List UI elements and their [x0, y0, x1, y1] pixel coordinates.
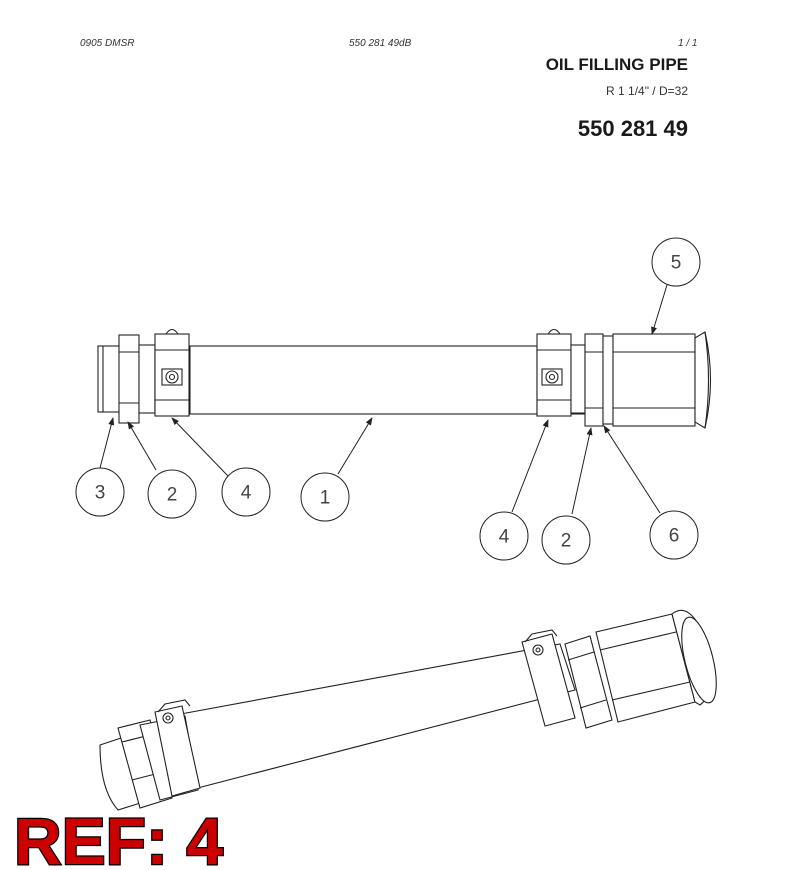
pipe-body	[154, 345, 586, 415]
balloon-label: 1	[320, 488, 331, 509]
balloon-3	[75, 467, 125, 517]
document-code: 0905 DMSR	[80, 38, 135, 49]
pipe-spec: R 1 1/4" / D=32	[606, 84, 688, 98]
isometric-view	[99, 609, 717, 811]
balloon-label: 3	[95, 483, 106, 504]
balloon-5	[651, 237, 701, 287]
nut-left	[118, 334, 140, 424]
nut-right	[584, 333, 604, 427]
side-view	[97, 328, 712, 429]
drawing-number: 550 281 49dB	[349, 38, 412, 49]
ref-label: REF: 4	[14, 804, 223, 870]
document-title: OIL FILLING PIPE	[545, 55, 688, 74]
balloon-label: 5	[671, 253, 682, 274]
balloon-2-right	[541, 515, 591, 565]
balloon-label: 4	[241, 483, 252, 504]
balloon-4-left	[221, 467, 271, 517]
balloon-label: 2	[561, 531, 572, 552]
iso-nut-right	[564, 635, 613, 729]
washer	[602, 335, 614, 425]
iso-pipe	[169, 643, 576, 791]
balloon-label: 4	[499, 527, 510, 548]
balloon-label: 2	[167, 485, 178, 506]
clamp-left	[154, 328, 190, 417]
clamp-right	[536, 328, 572, 417]
filler-cap	[612, 333, 696, 427]
balloon-1	[300, 472, 350, 522]
balloon-label: 6	[669, 526, 680, 547]
page-number: 1 / 1	[678, 38, 698, 49]
iso-clamp-left	[154, 705, 201, 797]
balloon-6	[649, 510, 699, 560]
part-number: 550 281 49	[577, 116, 688, 141]
iso-clamp-right	[521, 633, 576, 727]
balloon-4-right	[479, 511, 529, 561]
balloon-2-left	[147, 469, 197, 519]
thread-stub	[97, 345, 121, 413]
